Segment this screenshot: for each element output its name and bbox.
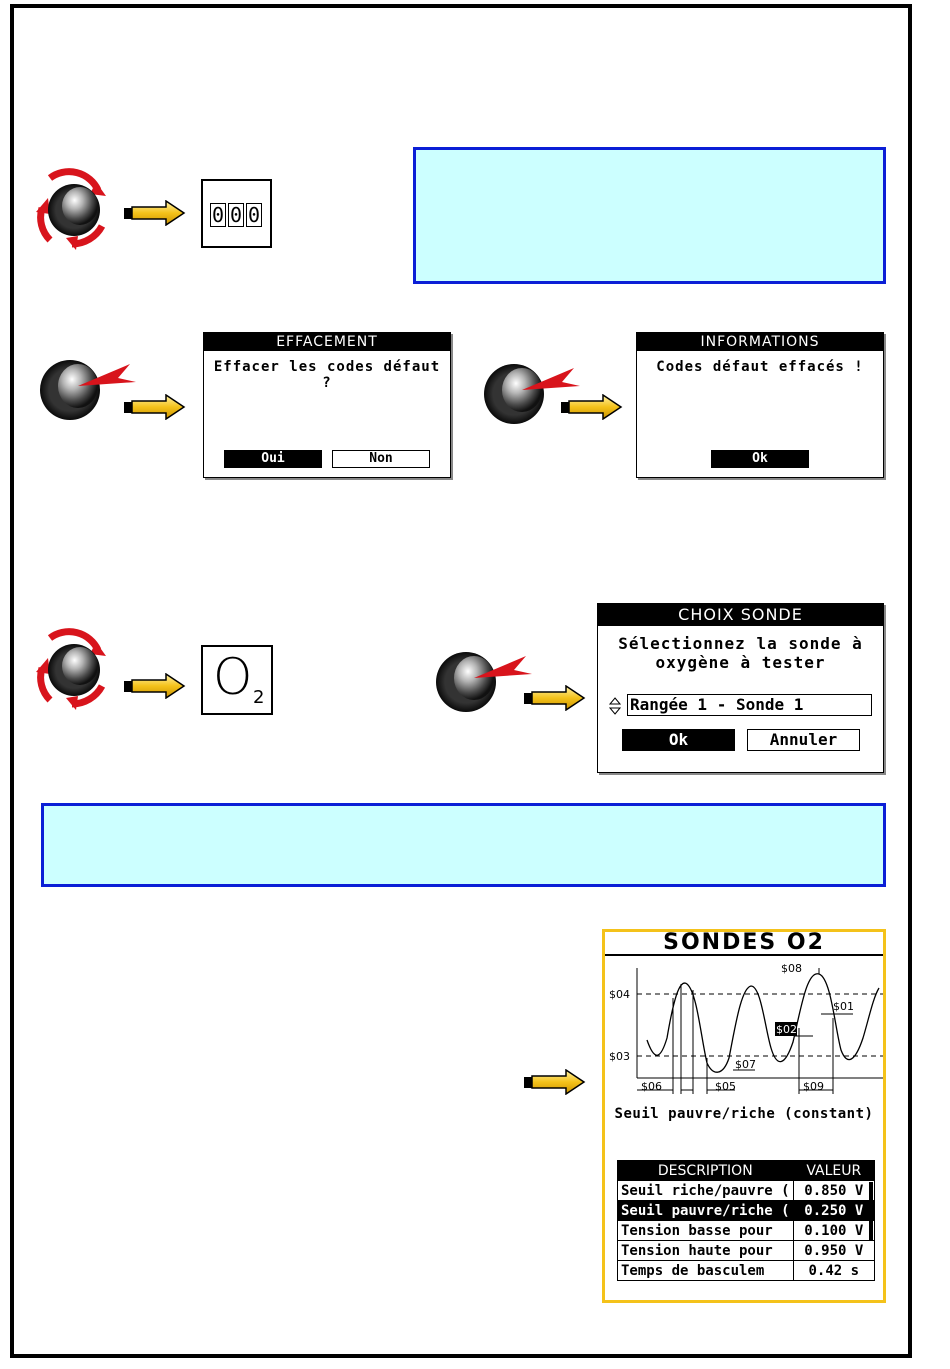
code-display: 0 0 0 (201, 179, 272, 248)
yellow-arrow-icon (124, 673, 186, 699)
label-s08: $08 (781, 962, 802, 975)
label-y-low: $03 (609, 1050, 630, 1063)
cancel-button[interactable]: Annuler (747, 729, 860, 751)
spinner-arrows-icon[interactable] (609, 697, 621, 715)
ok-button[interactable]: Ok (622, 729, 735, 751)
label-s09: $09 (803, 1080, 824, 1093)
o2-signal-chart: $04 $03 $08 $01 $02 $07 $06 $05 $09 (609, 962, 883, 1094)
yes-button[interactable]: Oui (224, 450, 322, 468)
chart-caption: Seuil pauvre/riche (constant) (614, 1106, 874, 1122)
row-value: 0.950 V (792, 1240, 876, 1261)
col-header-value: VALEUR (792, 1160, 876, 1181)
code-digit: 0 (246, 203, 262, 227)
yellow-arrow-icon (524, 1069, 586, 1095)
press-knob-icon[interactable] (434, 648, 534, 714)
o2-letter: O (213, 648, 253, 706)
row-description: Tension basse pour (617, 1220, 794, 1241)
o2-icon: O 2 (201, 645, 273, 715)
code-digit: 0 (228, 203, 244, 227)
informations-dialog: INFORMATIONS Codes défaut effacés ! Ok (636, 332, 884, 478)
dialog-message: Sélectionnez la sonde à (618, 634, 863, 653)
info-box-wide (41, 803, 886, 887)
table-row[interactable]: Tension haute pour 0.950 V (617, 1240, 876, 1261)
dialog-message: ? (322, 375, 332, 391)
rotate-knob-icon[interactable] (36, 168, 108, 250)
row-description: Temps de basculem (617, 1260, 794, 1281)
yellow-arrow-icon (124, 394, 186, 420)
row-value: 0.100 V (792, 1220, 876, 1241)
code-digit: 0 (210, 203, 226, 227)
table-scrollbar[interactable] (869, 1182, 873, 1240)
no-button[interactable]: Non (332, 450, 430, 468)
dialog-message: Codes défaut effacés ! (656, 359, 864, 375)
dialog-title: CHOIX SONDE (598, 604, 883, 626)
yellow-arrow-icon (124, 200, 186, 226)
o2-subscript: 2 (253, 687, 265, 708)
press-knob-icon[interactable] (482, 360, 582, 426)
rotate-knob-icon[interactable] (36, 628, 108, 710)
page-frame (10, 4, 912, 1358)
ok-button[interactable]: Ok (711, 450, 809, 468)
label-s06: $06 (641, 1080, 662, 1093)
table-row-selected[interactable]: Seuil pauvre/riche ( 0.250 V (617, 1200, 876, 1221)
yellow-arrow-icon (524, 685, 586, 711)
yellow-arrow-icon (561, 394, 623, 420)
label-s01: $01 (833, 1000, 854, 1013)
row-description: Seuil riche/pauvre ( (617, 1180, 794, 1201)
effacement-dialog: EFFACEMENT Effacer les codes défaut ? Ou… (203, 332, 451, 478)
col-header-description: DESCRIPTION (617, 1160, 794, 1181)
sondes-o2-panel: SONDES O2 $04 $03 $08 $01 $02 $07 $06 (602, 929, 886, 1303)
label-s07: $07 (735, 1058, 756, 1071)
info-box-top (413, 147, 886, 284)
dialog-title: INFORMATIONS (637, 333, 883, 351)
values-table-wrap: DESCRIPTION VALEUR Seuil riche/pauvre ( … (617, 1160, 876, 1281)
panel-title: SONDES O2 (605, 932, 883, 956)
dialog-message: Effacer les codes défaut (213, 359, 441, 375)
table-row[interactable]: Temps de basculem 0.42 s (617, 1260, 876, 1281)
choix-sonde-dialog: CHOIX SONDE Sélectionnez la sonde à oxyg… (597, 603, 884, 773)
table-row[interactable]: Tension basse pour 0.100 V (617, 1220, 876, 1241)
label-s02: $02 (776, 1023, 797, 1036)
label-s05: $05 (715, 1080, 736, 1093)
row-value: 0.42 s (792, 1260, 876, 1281)
waveform-line (646, 973, 880, 1073)
table-row[interactable]: Seuil riche/pauvre ( 0.850 V (617, 1180, 876, 1201)
row-description: Tension haute pour (617, 1240, 794, 1261)
row-value: 0.850 V (792, 1180, 876, 1201)
dialog-title: EFFACEMENT (204, 333, 450, 351)
dialog-message: oxygène à tester (655, 653, 826, 672)
sonde-select[interactable]: Rangée 1 - Sonde 1 (627, 694, 872, 716)
row-description: Seuil pauvre/riche ( (617, 1200, 794, 1221)
row-value: 0.250 V (792, 1200, 876, 1221)
press-knob-icon[interactable] (38, 356, 138, 422)
values-table: DESCRIPTION VALEUR Seuil riche/pauvre ( … (617, 1160, 876, 1281)
label-y-high: $04 (609, 988, 630, 1001)
